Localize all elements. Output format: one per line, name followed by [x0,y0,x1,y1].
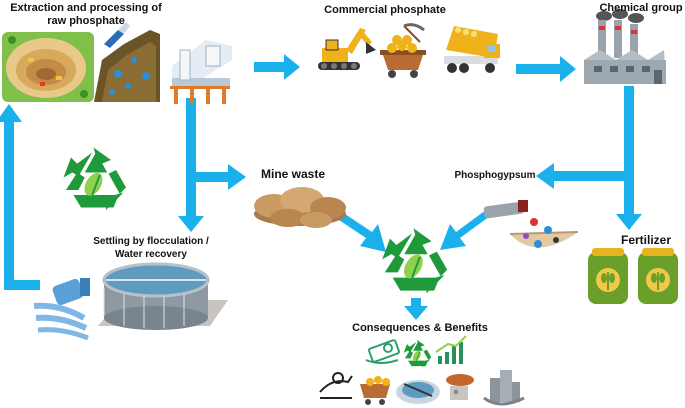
arrow-waste-to-recycle [336,212,386,252]
label-extraction: Extraction and processing of raw phospha… [10,2,162,27]
ore-rock-icon [446,374,474,400]
arrow-return-loop [4,120,14,288]
arrow-to-mine-waste [196,172,230,182]
label-commercial-phosphate: Commercial phosphate [324,4,446,16]
flow-arrows [0,54,642,320]
arrow-to-phosphogypsum [554,171,624,181]
excavator-icon [318,28,376,70]
processing-plant-icon [170,40,232,104]
growth-chart-icon [435,335,467,364]
label-fertilizer: Fertilizer [620,233,671,247]
recycle-icon [381,227,449,295]
fertilizer-bag-icon [588,248,628,304]
open-pit-mine-icon [2,32,94,102]
settling-tank-icon [98,262,228,330]
mine-waste-pile-icon [254,187,346,228]
recycle-icon [403,339,432,368]
recycle-icon [62,146,127,211]
label-mine-waste: Mine waste [260,167,326,181]
arrow-to-settling [186,98,196,218]
fertilizer-bag-icon [638,248,678,304]
label-settling: Settling by flocculation / Water recover… [93,236,209,260]
dump-truck-icon [444,26,500,73]
phosphogypsum-pour-icon [483,200,579,248]
label-consequences: Consequences & Benefits [352,322,488,334]
arrow-to-commercial [254,62,284,72]
label-phosphogypsum: Phosphogypsum [454,170,536,181]
mine-cart-icon [380,23,426,78]
settling-tank-icon [396,380,440,404]
label-chemical-group: Chemical group [599,2,683,14]
arrow-gypsum-to-recycle [440,210,490,250]
mine-cart-icon [360,376,390,405]
ore-rock-icon [94,22,160,102]
arrow-to-fertilizer [624,86,634,216]
helping-hand-icon [319,372,353,399]
factory-icon [584,9,666,84]
water-pipe-icon [33,278,90,341]
money-hand-icon [365,339,400,364]
arrow-to-chemical [516,64,560,74]
building-icon [483,370,525,406]
arrow-to-consequences [411,298,421,308]
